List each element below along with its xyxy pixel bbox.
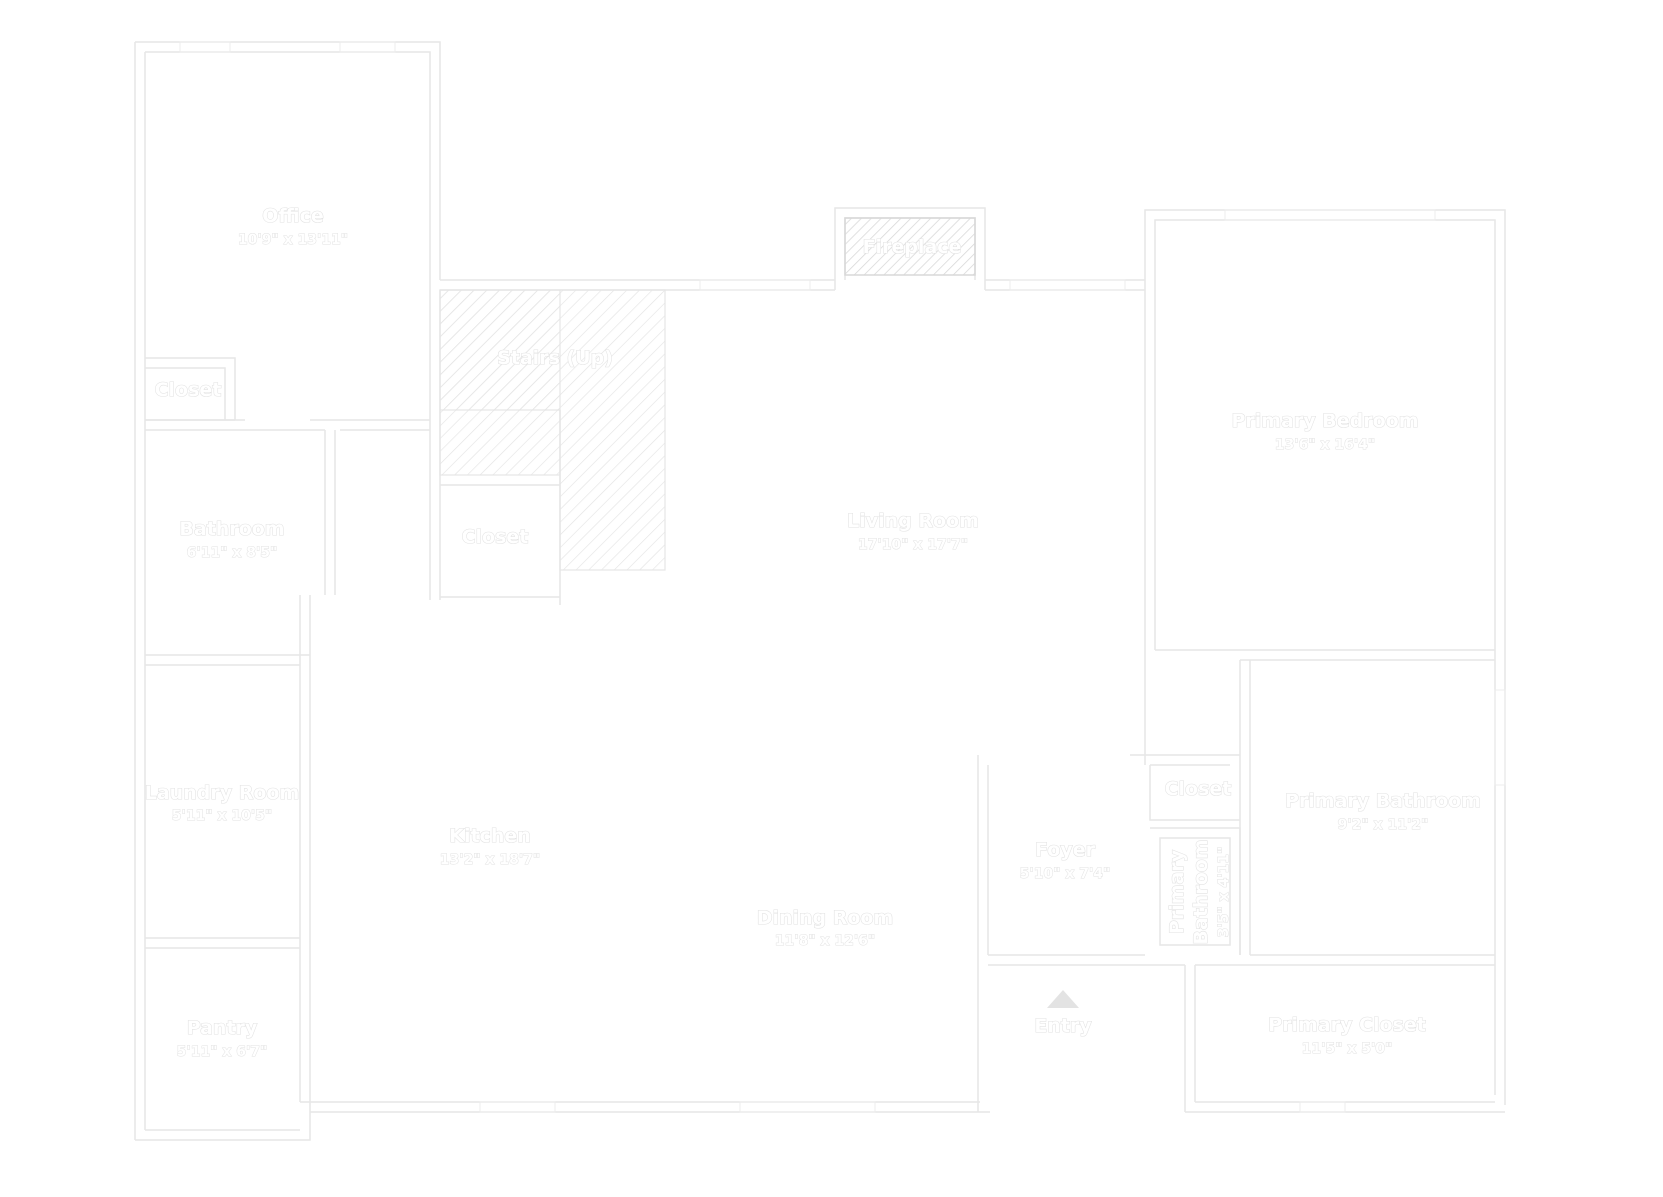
small-primary-bath-dims: 3'5" x 4'11" — [1216, 847, 1232, 938]
living-room-dims: 17'10" x 17'7" — [858, 537, 968, 553]
office-label: Office — [262, 205, 324, 227]
primary-bathroom-label: Primary Bathroom — [1285, 790, 1481, 812]
exterior-walls — [134, 41, 1506, 1141]
foyer-label: Foyer — [1035, 839, 1096, 861]
pantry-dims: 5'11" x 6'7" — [177, 1044, 268, 1060]
primary-bedroom-dims: 13'6" x 16'4" — [1275, 437, 1375, 453]
kitchen-dims: 13'2" x 18'7" — [440, 852, 540, 868]
office-dims: 10'9" x 13'11" — [238, 232, 348, 248]
pantry-label: Pantry — [187, 1017, 258, 1039]
kitchen-label: Kitchen — [449, 825, 531, 847]
fireplace-hatching — [844, 217, 976, 276]
primary-closet-label: Primary Closet — [1268, 1014, 1426, 1036]
laundry-room-dims: 5'11" x 10'5" — [172, 808, 272, 824]
laundry-room-label: Laundry Room — [145, 782, 300, 804]
foyer-dims: 5'10" x 7'4" — [1020, 866, 1111, 882]
primary-bedroom-label: Primary Bedroom — [1231, 410, 1418, 432]
fireplace-label: Fireplace — [863, 236, 962, 258]
primary-bathroom-dims: 9'2" x 11'2" — [1338, 817, 1429, 833]
small-primary-bath-label-line2: Bathroom — [1190, 839, 1212, 944]
dining-room-label: Dining Room — [757, 907, 894, 929]
small-primary-bath-label-line1: Primary — [1166, 849, 1188, 934]
hall-closet-label: Closet — [1165, 778, 1232, 800]
primary-closet-dims: 11'5" x 5'0" — [1302, 1041, 1393, 1057]
stairs-label: Stairs (Up) — [497, 347, 613, 369]
dining-room-dims: 11'8" x 12'6" — [775, 933, 875, 949]
stairs-closet-label: Closet — [462, 526, 529, 548]
interior-walls — [145, 280, 1495, 1112]
bathroom-label: Bathroom — [179, 518, 284, 540]
small-primary-bath-labels: Primary Bathroom 3'5" x 4'11" — [1165, 839, 1232, 945]
living-room-label: Living Room — [847, 510, 979, 532]
stairs-hatching — [439, 289, 666, 571]
bathroom-dims: 6'11" x 8'5" — [187, 545, 278, 561]
entry-arrow-icon — [1047, 990, 1079, 1008]
entry-label: Entry — [1034, 1015, 1092, 1037]
office-closet-label: Closet — [155, 379, 222, 401]
